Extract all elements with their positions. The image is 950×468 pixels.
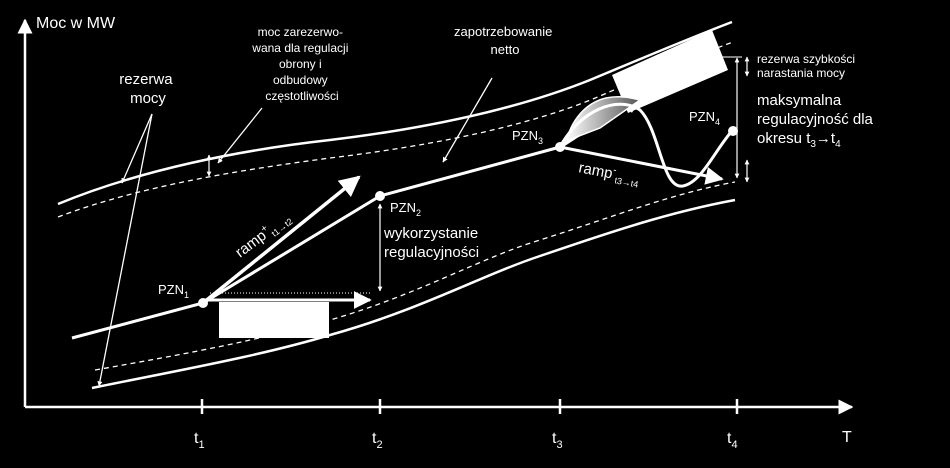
- pzn3-label: PZN3: [512, 128, 543, 146]
- tick-label-t4: t4: [727, 430, 738, 451]
- rezerwa-callout-upper: [121, 113, 153, 184]
- ramp-minus-arrow: [559, 145, 724, 185]
- tick-label-t3: t3: [552, 430, 563, 451]
- rezerwa-callout-lower: [97, 113, 153, 387]
- upper-reserve-solid: [57, 20, 733, 206]
- ramp-plus-arrow: [201, 175, 361, 305]
- net-demand-line: [71, 145, 561, 340]
- regulation-curve: [558, 102, 734, 188]
- pzn1-label: PZN1: [158, 282, 189, 300]
- ramp-minus-label: ramp-t3→t4: [577, 158, 641, 189]
- zapotrzebowanie-callout: [442, 77, 493, 163]
- lower-reserve-solid: [91, 198, 736, 390]
- tick-label-t1: t1: [194, 430, 205, 451]
- pzn4-label: PZN4: [689, 109, 720, 127]
- pzn2-label: PZN2: [390, 200, 421, 218]
- x-ticks: [200, 399, 739, 414]
- rezerwa-szybkosci-label: rezerwa szybkości narastania mocy: [757, 52, 858, 80]
- tick-label-t2: t2: [372, 430, 383, 451]
- shaded-reserve-area: [564, 96, 642, 143]
- reserve-block-low: [219, 302, 329, 338]
- maksymalna-label: maksymalna regulacyjność dla okresu t3→t…: [757, 92, 877, 150]
- moc-zarezerwowana-callout: [217, 107, 263, 164]
- moc-zarezerwowana-label: moc zarezerwo- wana dla regulacji obrony…: [251, 25, 351, 103]
- pzn4-point: [728, 126, 738, 136]
- zapotrzebowanie-label: zapotrzebowanie netto: [454, 24, 556, 57]
- pzn1-point: [198, 298, 208, 308]
- wykorzystanie-label: wykorzystanie regulacyjności: [383, 225, 482, 261]
- reserve-block-high: [612, 30, 728, 113]
- y-axis-label: Moc w MW: [36, 15, 116, 32]
- rezerwa-mocy-label: rezerwa mocy: [119, 71, 177, 107]
- pzn3-point: [555, 142, 565, 152]
- x-axis-label: T: [842, 429, 852, 446]
- pzn2-point: [375, 191, 385, 201]
